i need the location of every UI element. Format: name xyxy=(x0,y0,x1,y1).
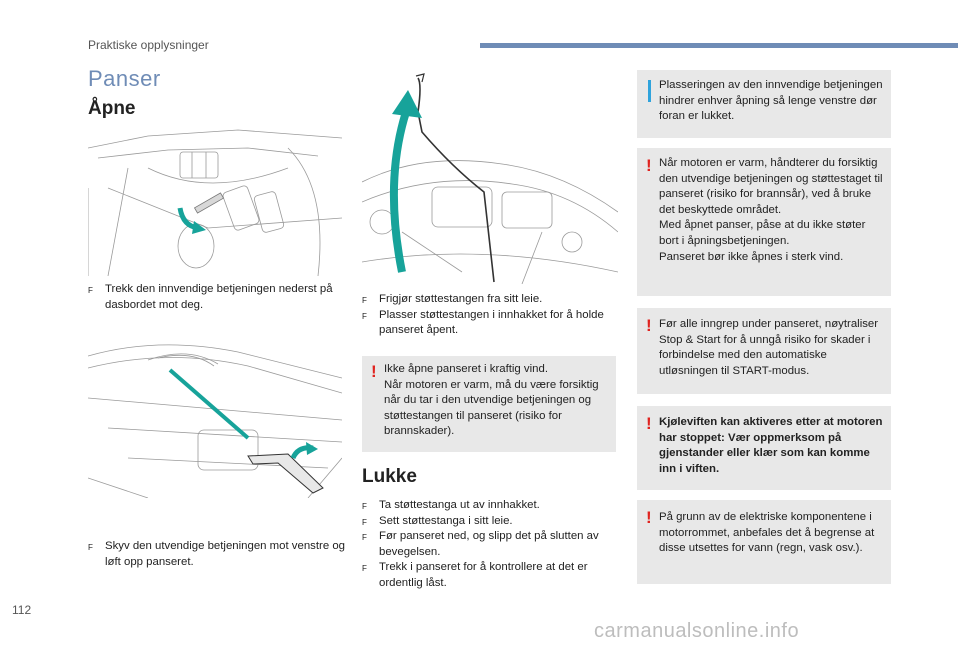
close-step: F Trekk i panseret for å kontrollere at … xyxy=(362,560,616,591)
bullet-marker: F xyxy=(362,311,367,321)
warning-box-hot-engine: ! Når motoren er varm, håndterer du fors… xyxy=(637,148,891,296)
footer-watermark: carmanualsonline.info xyxy=(594,620,800,642)
stop-start-text: Før alle inngrep under panseret, nøytral… xyxy=(659,318,879,377)
warning-box-stop-start: ! Før alle inngrep under panseret, nøytr… xyxy=(637,308,891,394)
close-step-text: Trekk i panseret for å kontrollere at de… xyxy=(379,561,588,589)
bullet-marker: F xyxy=(362,564,367,574)
info-icon xyxy=(648,80,651,102)
bullet-marker: F xyxy=(362,533,367,543)
warning-wind-text: Ikke åpne panseret i kraftig vind. Når m… xyxy=(384,363,599,438)
bullet-marker: F xyxy=(362,502,367,511)
open-step-3b-text: Plasser støttestangen i innhakket for å … xyxy=(379,308,604,337)
bullet-marker: F xyxy=(362,296,367,305)
close-step: F Sett støttestanga i sitt leie. xyxy=(362,514,616,530)
open-steps-rod: F Frigjør støttestangen fra sitt leie. F… xyxy=(362,292,612,339)
warning-icon: ! xyxy=(646,156,652,175)
open-step-3a-text: Frigjør støttestangen fra sitt leie. xyxy=(379,293,543,305)
open-step-3b: F Plasser støttestangen i innhakket for … xyxy=(362,308,612,339)
fan-text: Kjøleviften kan aktiveres etter at motor… xyxy=(659,416,883,475)
warning-box-electrical: ! På grunn av de elektriske komponentene… xyxy=(637,500,891,584)
close-steps: F Ta støttestanga ut av innhakket. F Set… xyxy=(362,498,616,592)
warning-icon: ! xyxy=(646,508,652,527)
close-step: F Før panseret ned, og slipp det på slut… xyxy=(362,529,616,560)
warning-icon: ! xyxy=(646,414,652,433)
warning-box-fan: ! Kjøleviften kan aktiveres etter at mot… xyxy=(637,406,891,490)
warning-icon: ! xyxy=(646,316,652,335)
exterior-release-illustration xyxy=(88,344,342,498)
close-step-text: Sett støttestanga i sitt leie. xyxy=(379,514,513,527)
bullet-marker: F xyxy=(362,517,367,527)
open-step-1: F Trekk den innvendige betjeningen neder… xyxy=(88,282,355,313)
open-heading: Åpne xyxy=(88,98,136,119)
open-step-3a: F Frigjør støttestangen fra sitt leie. xyxy=(362,292,612,308)
hot-engine-text: Når motoren er varm, håndterer du forsik… xyxy=(659,157,883,263)
page-title: Panser xyxy=(88,66,161,91)
bullet-marker: F xyxy=(88,543,93,553)
open-step-2: F Skyv den utvendige betjeningen mot ven… xyxy=(88,539,355,570)
warning-box-wind: ! Ikke åpne panseret i kraftig vind. Når… xyxy=(362,356,616,452)
close-step-text: Ta støttestanga ut av innhakket. xyxy=(379,499,540,511)
header-bar xyxy=(480,43,958,48)
close-step: F Ta støttestanga ut av innhakket. xyxy=(362,498,616,514)
prop-rod-illustration xyxy=(362,73,618,284)
info-text: Plasseringen av den innvendige betjening… xyxy=(659,79,883,123)
close-step-text: Før panseret ned, og slipp det på slutte… xyxy=(379,530,599,558)
info-box: Plasseringen av den innvendige betjening… xyxy=(637,70,891,138)
page-number: 112 xyxy=(12,603,32,617)
close-heading: Lukke xyxy=(362,466,417,487)
electrical-text: På grunn av de elektriske komponentene i… xyxy=(659,511,875,555)
interior-release-illustration xyxy=(88,129,342,276)
section-label: Praktiske opplysninger xyxy=(88,38,209,52)
open-step-2-text: Skyv den utvendige betjeningen mot venst… xyxy=(105,540,345,568)
bullet-marker: F xyxy=(88,286,93,295)
open-step-1-text: Trekk den innvendige betjeningen nederst… xyxy=(105,283,333,311)
warning-icon: ! xyxy=(371,362,377,381)
